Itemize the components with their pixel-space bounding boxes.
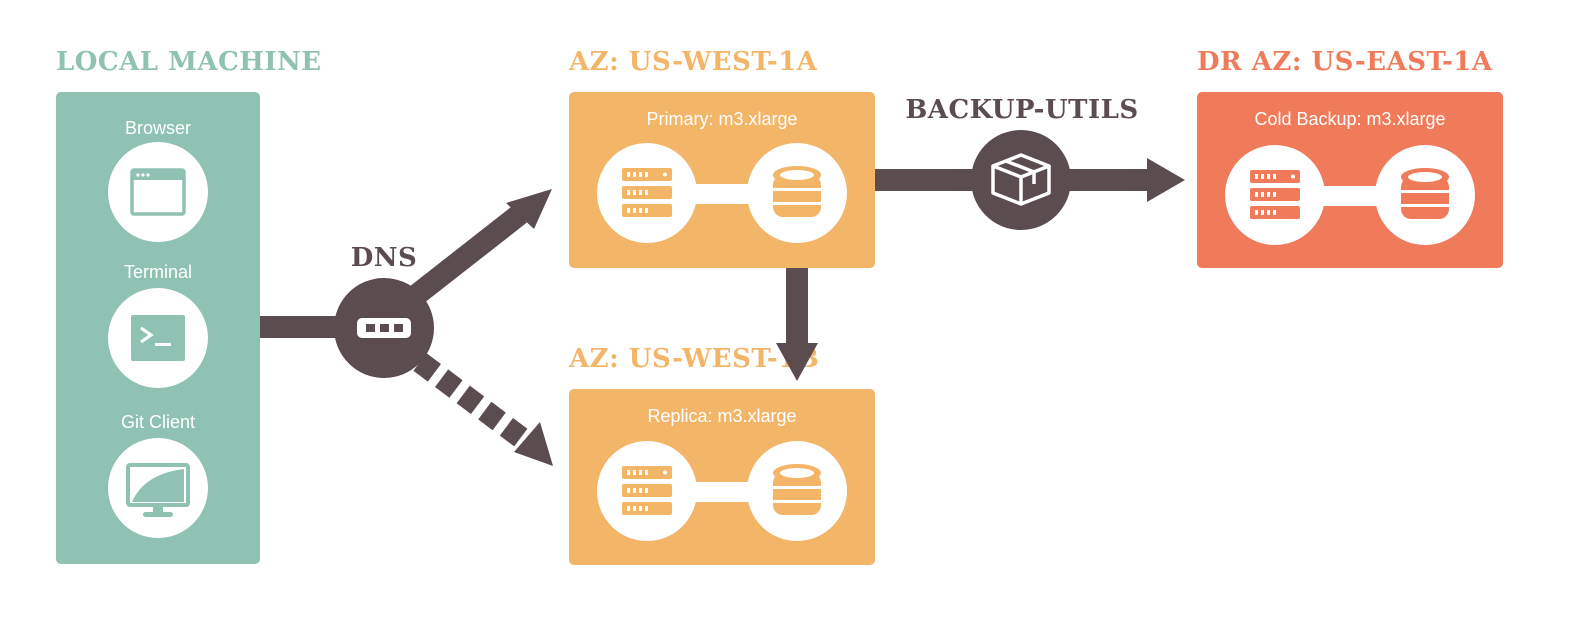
git-client-label: Git Client xyxy=(121,412,195,432)
dns-ellipsis-icon xyxy=(357,318,411,338)
database-icon xyxy=(772,464,822,515)
local-machine-panel: Browser Terminal Git Client xyxy=(56,92,260,564)
backup-utils-label: BACKUP-UTILS xyxy=(905,95,1138,125)
browser-label: Browser xyxy=(125,118,191,138)
git-client-item: Git Client xyxy=(108,412,208,538)
browser-window-icon xyxy=(130,168,186,216)
dns-label: DNS xyxy=(351,243,418,273)
dns-to-primary-connector xyxy=(398,205,527,313)
replica-label: Replica: m3.xlarge xyxy=(647,406,796,426)
monitor-icon xyxy=(126,463,190,517)
backup-utils-node xyxy=(971,130,1071,230)
terminal-label: Terminal xyxy=(124,262,192,282)
dns-to-primary-arrowhead xyxy=(506,189,552,229)
server-rack-icon xyxy=(1250,170,1300,219)
dns-to-replica-arrowhead xyxy=(514,422,553,466)
primary-zone-title: AZ: US-WEST-1A xyxy=(568,47,818,77)
database-icon xyxy=(1400,168,1450,219)
package-box-icon xyxy=(991,153,1051,206)
dr-zone-title: DR AZ: US-EAST-1A xyxy=(1197,47,1493,77)
replica-zone-title: AZ: US-WEST-1B xyxy=(568,344,819,374)
terminal-item: Terminal xyxy=(108,262,208,388)
server-rack-icon xyxy=(622,168,672,217)
primary-label: Primary: m3.xlarge xyxy=(646,109,797,129)
dns-node xyxy=(334,278,434,378)
connectors xyxy=(258,158,1185,466)
dr-label: Cold Backup: m3.xlarge xyxy=(1254,109,1445,129)
local-machine-title: LOCAL MACHINE xyxy=(56,47,322,77)
replica-box: Replica: m3.xlarge xyxy=(569,389,875,565)
primary-to-replica-arrowhead xyxy=(776,343,818,381)
terminal-icon xyxy=(131,315,185,361)
dns-to-replica-dashed-connector xyxy=(413,353,535,452)
primary-box: Primary: m3.xlarge xyxy=(569,92,875,268)
dr-box: Cold Backup: m3.xlarge xyxy=(1197,92,1503,268)
backup-to-dr-arrowhead xyxy=(1147,158,1185,202)
server-rack-icon xyxy=(622,466,672,515)
browser-item: Browser xyxy=(108,118,208,242)
database-icon xyxy=(772,166,822,217)
